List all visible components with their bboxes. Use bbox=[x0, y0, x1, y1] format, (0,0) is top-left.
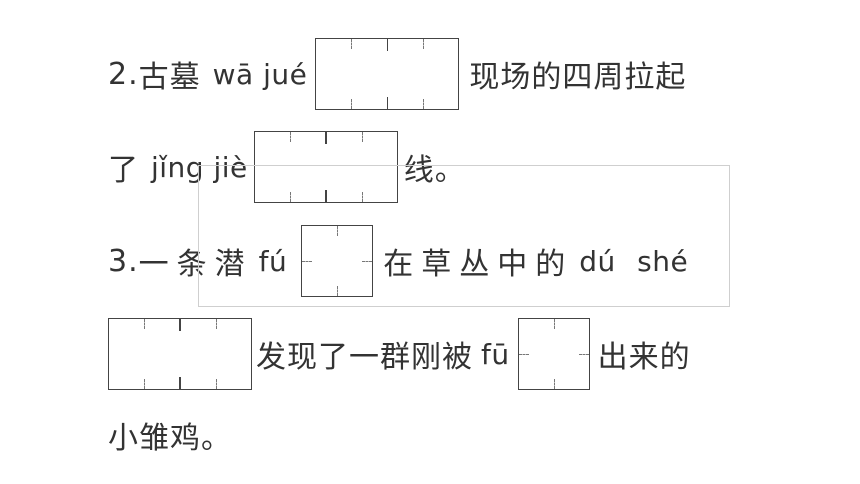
answer-box-two-char[interactable] bbox=[108, 318, 252, 390]
sentence-text: 发现了一群刚被 bbox=[256, 340, 473, 375]
answer-box-one-char[interactable] bbox=[301, 225, 374, 297]
pinyin-prompt: dú shé bbox=[579, 244, 689, 278]
pinyin-prompt: fú bbox=[258, 244, 288, 278]
sentence-text: 了 bbox=[108, 153, 139, 188]
pinyin-prompt: fū bbox=[481, 337, 510, 371]
pinyin-prompt: wā jué bbox=[212, 57, 308, 91]
sentence-text: 出来的 bbox=[597, 340, 691, 375]
answer-box-two-char[interactable] bbox=[315, 38, 460, 110]
sentence-text: 一条潜 bbox=[138, 247, 253, 282]
sentence-text: 小雏鸡。 bbox=[108, 421, 232, 456]
pinyin-prompt: jǐng jiè bbox=[151, 150, 248, 184]
question-3-line-1: 3. 一条潜 fú 在草丛中的 dú shé bbox=[108, 224, 688, 298]
question-number: 2. bbox=[108, 56, 139, 92]
answer-box-one-char[interactable] bbox=[517, 318, 590, 390]
sentence-text: 古墓 bbox=[138, 60, 201, 95]
question-3-line-2: 发现了一群刚被 fū 出来的 bbox=[108, 317, 691, 391]
question-3-line-3: 小雏鸡。 bbox=[108, 398, 232, 472]
answer-box-two-char[interactable] bbox=[253, 131, 398, 203]
sentence-text: 线。 bbox=[403, 153, 466, 188]
question-number: 3. bbox=[108, 243, 139, 279]
sentence-text: 在草丛中的 bbox=[383, 247, 574, 282]
question-2-line-2: 了 jǐng jiè 线。 bbox=[108, 130, 466, 204]
question-2-line-1: 2. 古墓 wā jué 现场的四周拉起 bbox=[108, 37, 686, 111]
sentence-text: 现场的四周拉起 bbox=[469, 60, 687, 95]
